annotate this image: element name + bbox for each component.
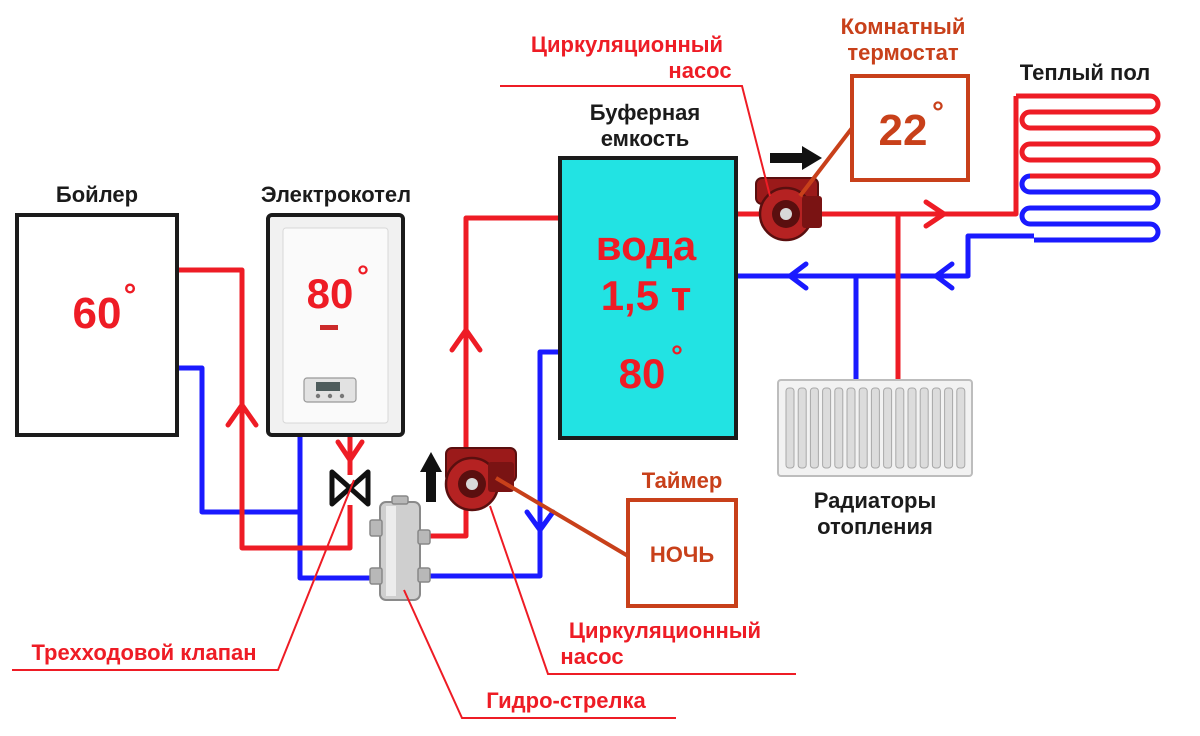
radiator-fin (834, 387, 844, 469)
boiler-supply-pipe (178, 267, 353, 551)
pump-top-label-line1: Циркуляционный (531, 32, 723, 57)
hydro-arrow-label: Гидро-стрелка (486, 688, 646, 713)
hydro-to-tank-return-pipe (420, 349, 562, 579)
radiators-label-line1: Радиаторы (814, 488, 937, 513)
pump-top-leader-line (500, 85, 771, 197)
warm-floor-coil (1016, 93, 1161, 243)
pump-bottom-label-line1: Циркуляционный (569, 618, 761, 643)
boiler-loop-up-arrow (225, 402, 259, 428)
room-thermostat-box (850, 74, 970, 182)
radiator-fin (883, 387, 893, 469)
buffer-tank (558, 156, 738, 440)
radiator-fin (944, 387, 954, 469)
pump-direction-right-icon (770, 146, 822, 170)
radiator-fin (785, 387, 795, 469)
electric-boiler-temp-degree: ° (357, 260, 369, 293)
room-thermostat-label-line2: термостат (847, 40, 959, 65)
tank-temp-degree: ° (671, 340, 683, 373)
boiler-label: Бойлер (56, 182, 138, 207)
radiator-fin (956, 387, 966, 469)
three-way-valve-leader-line (12, 479, 355, 671)
boiler-return-pipe (178, 365, 300, 515)
radiator-fin (846, 387, 856, 469)
buffer-tank-label-line2: емкость (601, 126, 690, 151)
tank-volume-label: 1,5 т (601, 272, 692, 319)
radiator-fin (895, 387, 905, 469)
electric-boiler-display (316, 382, 340, 391)
tank-feed-up-arrow (449, 327, 483, 353)
tank-supply-pipe (736, 96, 1019, 217)
circulation-pump-top-icon (755, 177, 822, 242)
radiator-fin (907, 387, 917, 469)
radiator-fin (797, 387, 807, 469)
radiators-label-line2: отопления (817, 514, 933, 539)
tank-return-left-arrow (787, 261, 809, 291)
timer-to-pump-line (494, 476, 630, 558)
electric-boiler-return-pipe (297, 436, 380, 581)
tank-return-down-arrow (524, 509, 556, 533)
radiator-icon (777, 379, 973, 477)
three-way-valve-icon (329, 469, 371, 507)
flow-arrows (225, 199, 955, 533)
hydro-to-pump-pipe (420, 505, 469, 539)
hydro-arrow-icon (369, 495, 431, 601)
electric-boiler-temp: 80 (307, 270, 354, 317)
three-way-valve-label: Трехходовой клапан (31, 640, 256, 665)
thermostat-to-pump-line (798, 126, 854, 198)
timer-mode: НОЧЬ (650, 542, 714, 567)
timer-label: Таймер (642, 468, 723, 493)
boiler-box (15, 213, 179, 437)
warm-floor-label: Теплый пол (1020, 60, 1150, 85)
pump-direction-up-icon (420, 452, 442, 502)
electric-boiler-knob-3 (339, 393, 345, 399)
boiler-temp: 60 (73, 289, 122, 338)
warm-floor-cold-coil (1019, 173, 1161, 243)
pump-top-label-line2: насос (668, 58, 731, 83)
tank-supply-right-arrow (923, 199, 947, 229)
buffer-tank-label-line1: Буферная (590, 100, 700, 125)
tank-temp: 80 (619, 350, 666, 397)
electric-boiler-label: Электрокотел (261, 182, 411, 207)
electric-boiler-knob-2 (327, 393, 333, 399)
pump-to-tank-pipe (463, 215, 562, 450)
electric-boiler (266, 213, 405, 437)
cold-pipes (178, 233, 1034, 581)
hydro-arrow-leader-line (403, 589, 676, 719)
room-thermostat-label-line1: Комнатный (841, 14, 966, 39)
radiator-fin (919, 387, 929, 469)
radiator-fin (809, 387, 819, 469)
electric-boiler-knob-1 (315, 393, 321, 399)
warm-floor-return-left-arrow (933, 261, 955, 291)
radiator-fin (858, 387, 868, 469)
tank-water-label: вода (596, 222, 697, 269)
electric-boiler-down-arrow (335, 439, 365, 463)
radiator-fin (870, 387, 880, 469)
pump-bottom-label-line2: насос (560, 644, 623, 669)
radiator-fin (822, 387, 832, 469)
hot-pipes (178, 96, 1019, 551)
thermostat-temp: 22 (879, 106, 928, 155)
radiator-fin (931, 387, 941, 469)
timer-box (626, 498, 738, 608)
warm-floor-hot-coil (1016, 93, 1161, 179)
tank-return-pipe (736, 233, 1034, 279)
electric-boiler-logo (320, 325, 338, 330)
pump-bottom-leader-line (489, 505, 796, 675)
circulation-pump-bottom-icon (444, 447, 517, 512)
boiler-temp-degree: ° (124, 277, 137, 313)
thermostat-temp-degree: ° (932, 96, 944, 129)
